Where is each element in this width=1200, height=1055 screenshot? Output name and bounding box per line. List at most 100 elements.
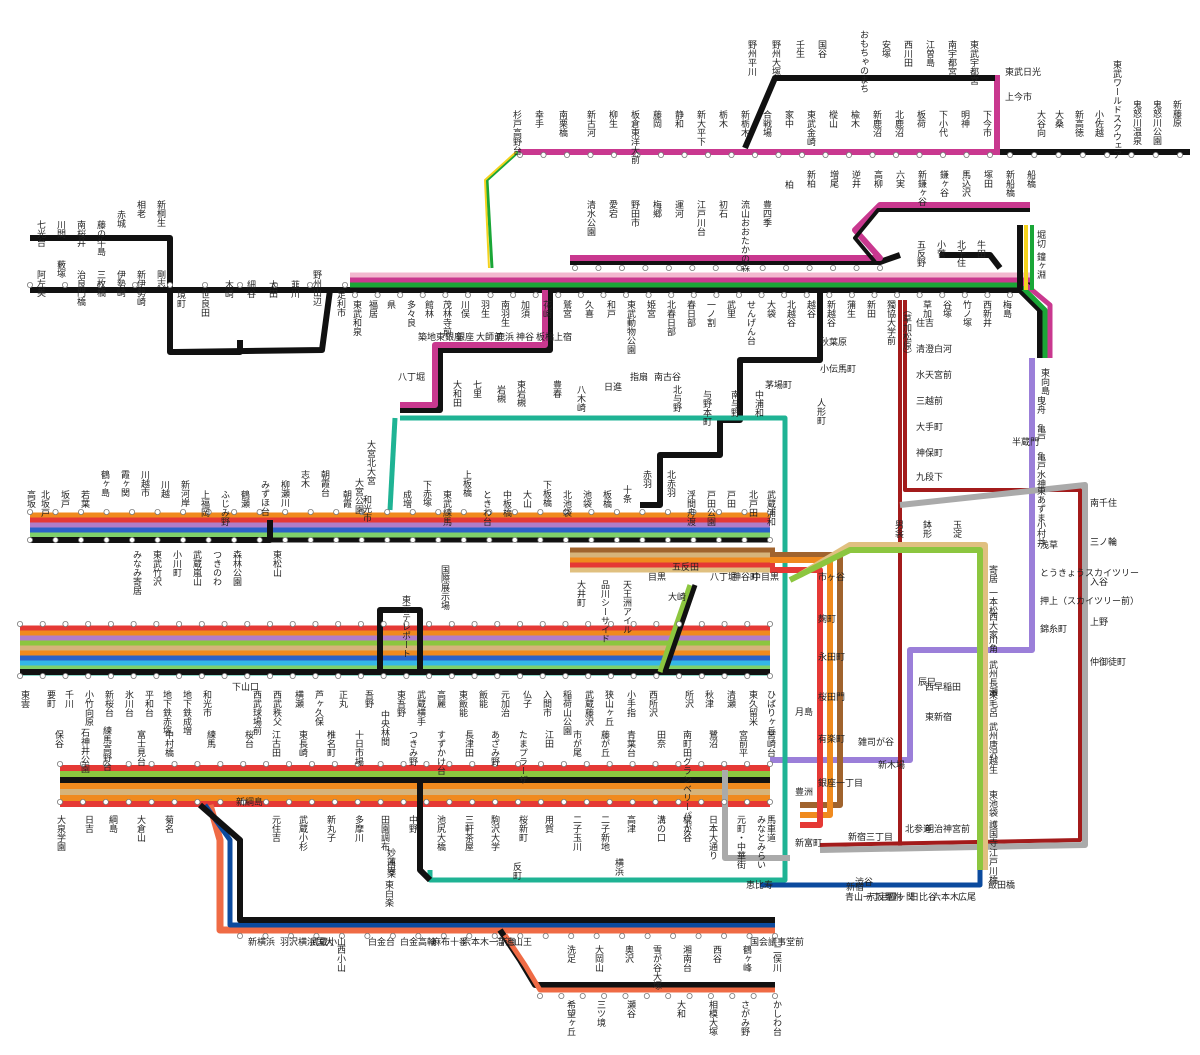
fukutoshin-line [770,557,833,818]
station-label: 赤坂見附 [866,891,902,903]
station-dot [698,799,705,806]
station-label: 恵比寿 [746,879,773,891]
station-labels: 東武日光上今市下今市明神下小代板荷北鹿沼新鹿沼楡木樅山東武金崎家中合戦場新栃木栃… [19,30,1182,1037]
station-dot [97,281,104,288]
station-dot [409,508,416,515]
station-label: 上今市 [1005,91,1032,103]
station-label: 高津 [625,814,636,834]
station-label: 青山一丁目 [845,891,890,903]
station-label: 東武動物公園 [625,299,636,355]
station-label: 板橋 [601,489,612,509]
station-label: 六本木 [932,891,959,903]
station-label: 家中 [783,109,794,129]
station-dot [588,537,595,544]
station-dot [486,537,493,544]
tobu-ogose-line [30,520,273,543]
station-label: 白楽 [385,859,396,879]
station-label: 千川 [63,690,74,708]
station-label: 武里 [725,299,736,318]
station-dot [689,264,696,271]
station-dot [240,799,247,806]
station-dot [78,508,85,515]
station-label: 高麗 [435,689,446,709]
station-dot [435,537,442,544]
tobu-urban-park-omiya [400,290,553,413]
station-label: みなみ寄居 [131,550,142,596]
station-label: 柳生 [607,109,618,128]
station-label: 亀戸 [1035,423,1046,443]
station-label: 武州長瀬 [987,659,998,697]
station-label: 野州大塚 [770,40,781,77]
station-dot [728,151,735,158]
station-label: 韮川 [289,279,300,298]
station-label: 浅草 [1040,539,1058,551]
station-label: 境町 [175,289,186,308]
station-label: 入間市 [541,690,552,718]
station-label: 新柏 [805,169,816,189]
station-label: 東武和泉 [351,299,362,336]
station-label: 西新井 [981,300,992,328]
station-label: 藪塚 [55,259,66,279]
station-dots [16,151,1184,1000]
station-dot [466,933,473,940]
station-label: 北池袋 [561,490,572,517]
station-label: 豊四季 [761,199,772,228]
station-dot [822,151,829,158]
station-label: 練馬 [205,729,216,749]
station-dot [744,761,751,768]
station-dot [577,291,584,298]
station-label: 獨協大学前 [885,300,896,346]
station-label: 霞ヶ関 [119,470,130,498]
station-label: 流山おおたかの森 [739,199,750,273]
station-dot [263,799,270,806]
station-label: 鹿浜 [496,331,514,343]
station-dot [611,151,618,158]
station-dot [263,761,270,768]
station-dot [1128,151,1135,158]
station-dot [1007,291,1014,298]
station-dot [341,281,348,288]
station-label: とうきょうスカイツリー [1040,568,1139,579]
station-label: 西武球場前 [251,690,262,736]
station-dot [532,291,539,298]
station-label: 豊春 [551,379,562,399]
station-label: 戸田公園 [705,490,716,527]
station-label: 江古田 [270,730,281,758]
station-label: 宮崎台 [765,729,776,758]
station-label: 日吉 [83,815,94,834]
station-label: 愛宕 [607,199,618,219]
station-dot [107,621,114,628]
station-label: 太田 [267,279,278,299]
station-label: 秋津 [703,689,714,709]
station-label: 青葉台 [625,729,636,758]
station-dot [103,508,110,515]
station-label: 七光台 [35,220,46,248]
saikyo-line [387,417,398,511]
station-label: 有楽町 [818,733,845,745]
station-label: 谷塚 [941,300,952,319]
station-dot [351,291,358,298]
station-label: 雑司が谷 [858,736,894,748]
station-label: 新富町 [795,837,822,849]
station-label: 鬼怒川公園 [1151,99,1162,146]
station-dot [939,291,946,298]
station-dot [307,508,314,515]
station-dot [471,673,478,680]
station-label: 一ノ割 [705,300,716,328]
station-label: 品川シーサイド [599,580,610,643]
station-dot [266,673,273,680]
station-label: 池尻大橋 [435,814,446,852]
station-label: 上野 [1090,617,1108,628]
station-dot [435,508,442,515]
station-dot [194,761,201,768]
station-dot [961,291,968,298]
station-label: 若葉 [79,489,90,509]
station-dot [16,673,23,680]
station-label: 所沢 [683,690,694,709]
station-label: 新宿 [846,881,864,893]
station-label: 北越谷 [785,300,796,328]
station-dot [26,508,33,515]
station-label: 東武ワールドスクウェア [1111,59,1122,159]
station-label: 成増 [401,489,412,509]
station-dot [606,761,613,768]
